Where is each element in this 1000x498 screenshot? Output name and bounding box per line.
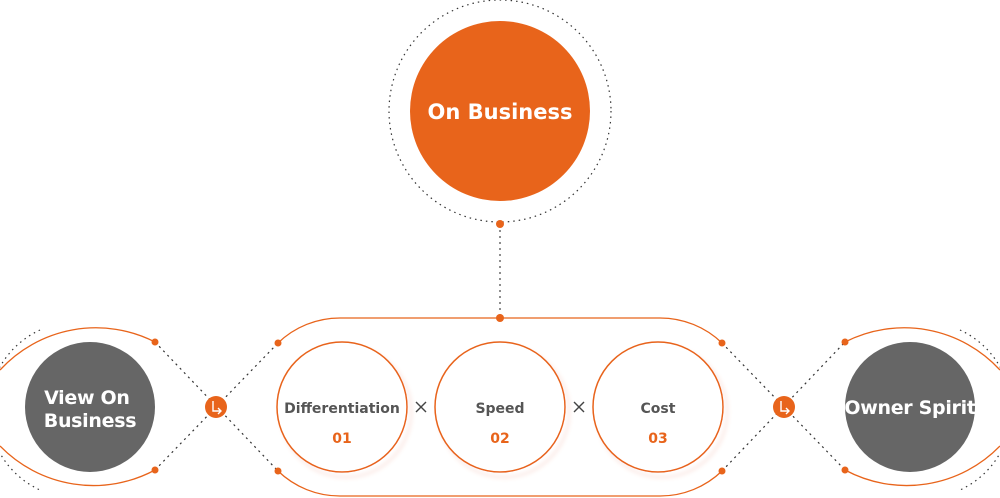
step-number: 03: [648, 431, 667, 447]
step-cost: Cost 03: [592, 341, 724, 473]
step-number: 02: [490, 431, 509, 447]
owner-spirit-node: Owner Spirit: [844, 342, 976, 472]
left-outer-arc-top: [0, 327, 156, 371]
owner-spirit-circle: [845, 342, 975, 472]
times-icon: [573, 401, 585, 413]
right-arrow-badge: [773, 396, 795, 418]
connector-dot-top: [496, 220, 504, 228]
step-differentiation: Differentiation 01: [276, 341, 408, 473]
times-icon: [415, 401, 427, 413]
svg-text:View On Business: View On Business: [44, 387, 136, 432]
on-business-circle: [410, 21, 590, 201]
left-outer-arc-bottom: [0, 445, 156, 487]
left-dotted-ring: [0, 329, 41, 491]
on-business-dotted-ring: [388, 0, 612, 223]
right-outer-arc-bottom: [844, 445, 1000, 487]
view-on-business-circle: [25, 342, 155, 472]
owner-spirit-label: Owner Spirit: [844, 397, 975, 419]
on-business-node: On Business: [388, 0, 612, 223]
right-outer-arc-top: [844, 327, 1000, 371]
step-name: Cost: [641, 401, 676, 417]
step-number: 01: [332, 431, 351, 447]
corner-arrow-icon: [780, 401, 790, 415]
view-on-business-node: View On Business: [25, 342, 155, 472]
step-name: Differentiation: [284, 401, 400, 417]
left-arrow-badge: [205, 396, 227, 418]
corner-arrow-icon: [212, 401, 222, 415]
step-name: Speed: [475, 401, 524, 417]
step-speed: Speed 02: [434, 341, 566, 473]
steps-container-outline: [277, 317, 723, 497]
on-business-label: On Business: [428, 100, 573, 124]
view-on-business-line2: Business: [44, 410, 136, 432]
view-on-business-line1: View On: [44, 387, 130, 409]
right-dotted-ring: [959, 329, 1000, 491]
junction-dots: [151, 338, 849, 475]
